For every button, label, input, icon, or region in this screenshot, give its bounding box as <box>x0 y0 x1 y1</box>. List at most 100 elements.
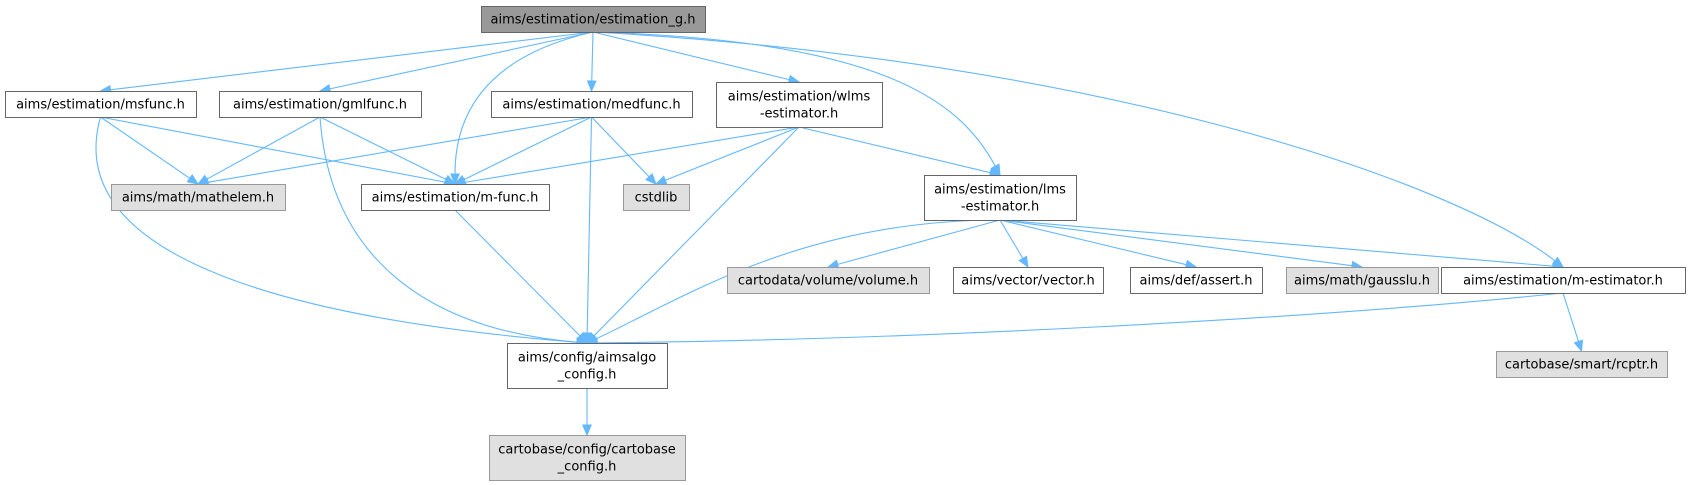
edge-lms-to-mestimator <box>999 219 1565 272</box>
node-label: aims/config/aimsalgo <box>518 351 656 366</box>
arrowhead-icon <box>576 332 588 344</box>
edge-estimation_g-to-gmlfunc <box>318 31 594 94</box>
node-gmlfunc[interactable]: aims/estimation/gmlfunc.h <box>219 91 422 118</box>
node-box <box>1496 351 1668 378</box>
edge-line <box>592 31 996 167</box>
arrowhead-icon <box>582 424 592 437</box>
node-lms[interactable]: aims/estimation/lms-estimator.h <box>924 175 1077 221</box>
node-label: -estimator.h <box>961 200 1039 215</box>
node-estimation_g[interactable]: aims/estimation/estimation_g.h <box>481 6 706 33</box>
edge-line <box>454 209 581 337</box>
edge-wlms-to-lms <box>798 126 1002 178</box>
node-label: cstdlib <box>635 191 678 206</box>
node-label: aims/estimation/msfunc.h <box>16 98 185 113</box>
node-label: cartobase/config/cartobase <box>498 443 676 458</box>
arrowhead-icon <box>443 174 457 185</box>
node-box <box>361 184 550 211</box>
edge-lms-to-gausslu <box>999 219 1364 271</box>
edge-wlms-to-aimsalgo <box>586 126 800 344</box>
node-cartobase: cartobase/config/cartobase_config.h <box>489 435 686 481</box>
arrowhead-icon <box>186 173 200 185</box>
node-label: aims/estimation/estimation_g.h <box>491 13 696 28</box>
node-volume: cartodata/volume/volume.h <box>727 267 930 294</box>
edge-line <box>999 219 1024 259</box>
node-label: aims/estimation/m-func.h <box>372 191 539 206</box>
edge-msfunc-to-mfunc <box>100 116 457 187</box>
edge-medfunc-to-aimsalgo <box>582 116 593 345</box>
node-msfunc[interactable]: aims/estimation/msfunc.h <box>5 91 197 118</box>
node-mfunc[interactable]: aims/estimation/m-func.h <box>361 184 550 211</box>
node-box <box>481 6 706 33</box>
node-box <box>219 91 422 118</box>
node-label: aims/estimation/m-estimator.h <box>1463 274 1663 289</box>
arrowhead-icon <box>586 80 597 93</box>
node-aimsalgo[interactable]: aims/config/aimsalgo _config.h <box>507 343 668 389</box>
node-gausslu: aims/math/gausslu.h <box>1286 267 1439 294</box>
edge-line <box>100 116 191 179</box>
node-mestimator[interactable]: aims/estimation/m-estimator.h <box>1441 267 1686 294</box>
edge-medfunc-to-mfunc <box>453 116 592 185</box>
node-wlms[interactable]: aims/estimation/wlms -estimator.h <box>716 82 883 128</box>
arrowhead-icon <box>1573 339 1584 353</box>
node-box <box>953 267 1104 294</box>
nodes-layer: aims/estimation/estimation_g.h aims/estim… <box>5 6 1686 481</box>
edge-mestimator-to-aimsalgo <box>585 292 1564 348</box>
node-label: aims/def/assert.h <box>1140 274 1253 289</box>
edge-line <box>110 31 594 91</box>
node-rcptr: cartobase/smart/rcptr.h <box>1496 351 1668 378</box>
node-label: _config.h <box>557 368 617 383</box>
node-medfunc[interactable]: aims/estimation/medfunc.h <box>491 91 693 118</box>
edge-line <box>837 219 1001 265</box>
node-label: cartodata/volume/volume.h <box>738 274 918 289</box>
node-label: -estimator.h <box>760 107 838 122</box>
edge-line <box>592 31 1556 262</box>
node-label: aims/math/gausslu.h <box>1294 274 1430 289</box>
edge-msfunc-to-mathelem <box>100 116 200 185</box>
node-label: aims/estimation/medfunc.h <box>502 98 680 113</box>
node-label: aims/vector/vector.h <box>961 274 1094 289</box>
edge-line <box>591 116 650 178</box>
node-box <box>1441 267 1686 294</box>
edge-aimsalgo-to-cartobase <box>582 388 592 437</box>
arrowhead-icon <box>645 173 657 185</box>
node-box <box>1130 267 1263 294</box>
edge-line <box>454 31 594 175</box>
edge-wlms-to-cstdlib <box>654 126 800 185</box>
edge-line <box>206 116 321 180</box>
edges-layer <box>95 31 1584 437</box>
edge-line <box>595 219 1001 340</box>
edge-lms-to-volume <box>826 219 1001 270</box>
edge-line <box>665 126 800 181</box>
node-label: aims/estimation/gmlfunc.h <box>233 98 407 113</box>
node-label: aims/math/mathelem.h <box>122 191 274 206</box>
edge-line <box>95 116 578 343</box>
edge-line <box>596 292 1564 344</box>
node-box <box>924 175 1077 221</box>
node-cstdlib: cstdlib <box>623 184 690 211</box>
edge-line <box>593 126 800 337</box>
node-box <box>507 343 668 389</box>
edge-line <box>100 116 446 183</box>
arrowhead-icon <box>654 175 668 185</box>
edge-line <box>319 116 447 181</box>
edge-line <box>319 116 578 343</box>
node-label: cartobase/smart/rcptr.h <box>1505 358 1658 373</box>
edge-line <box>463 116 592 181</box>
node-vector[interactable]: aims/vector/vector.h <box>953 267 1104 294</box>
edge-gmlfunc-to-mfunc <box>319 116 457 185</box>
node-box <box>5 91 197 118</box>
node-box <box>623 184 690 211</box>
edge-mestimator-to-rcptr <box>1562 292 1584 353</box>
arrowhead-icon <box>1018 255 1029 269</box>
edge-line <box>999 219 1187 266</box>
node-box <box>489 435 686 481</box>
edge-line <box>586 116 593 334</box>
edge-estimation_g-to-wlms <box>592 31 801 85</box>
node-box <box>727 267 930 294</box>
node-label: aims/estimation/wlms <box>728 90 871 105</box>
edge-estimation_g-to-mfunc <box>450 31 594 186</box>
edge-lms-to-vector <box>999 219 1029 269</box>
node-assert[interactable]: aims/def/assert.h <box>1130 267 1263 294</box>
node-mathelem: aims/math/mathelem.h <box>111 184 286 211</box>
edge-line <box>207 116 592 183</box>
